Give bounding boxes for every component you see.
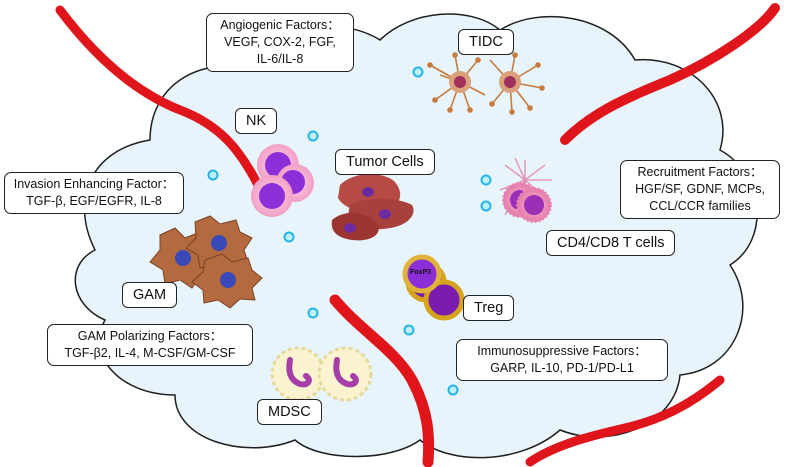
angiogenic-factors-title: Angiogenic Factors： bbox=[220, 18, 340, 32]
cytokine-dot bbox=[480, 200, 492, 212]
invasion-factor-line1: TGF-β, EGF/EGFR, IL-8 bbox=[26, 194, 162, 208]
immunosuppressive-factors-box: Immunosuppressive Factors： GARP, IL-10, … bbox=[456, 339, 668, 381]
treg-label: Treg bbox=[463, 295, 515, 321]
tumor-cells bbox=[331, 174, 414, 241]
tidc-label: TIDC bbox=[458, 29, 514, 55]
tidc-cells bbox=[427, 52, 545, 115]
gam-label: GAM bbox=[122, 282, 178, 308]
mdsc-label: MDSC bbox=[257, 399, 322, 425]
nk-cells bbox=[251, 144, 314, 217]
treg-cells bbox=[402, 254, 465, 321]
cytokine-dot bbox=[447, 384, 459, 396]
gam-cells bbox=[149, 215, 263, 309]
blood-vessel-bottom-right bbox=[525, 375, 725, 467]
nk-label: NK bbox=[235, 108, 278, 134]
tidc-cell bbox=[427, 52, 486, 113]
angiogenic-factors-line2: IL-6/IL-8 bbox=[256, 52, 304, 66]
immunosuppressive-factors-title: Immunosuppressive Factors： bbox=[477, 344, 647, 358]
t-cells bbox=[499, 157, 552, 223]
blood-vessel-bottom bbox=[329, 294, 435, 467]
treg-cell bbox=[423, 279, 465, 321]
angiogenic-factors-line1: VEGF, COX-2, FGF, bbox=[224, 35, 336, 49]
cytokine-dot bbox=[480, 174, 492, 186]
gam-polarizing-factors-title: GAM Polarizing Factors： bbox=[77, 329, 223, 343]
angiogenic-factors-box: Angiogenic Factors： VEGF, COX-2, FGF, IL… bbox=[206, 13, 354, 72]
cd4-cd8-t-cells-label: CD4/CD8 T cells bbox=[546, 230, 676, 256]
cytokine-dot bbox=[307, 130, 319, 142]
mdsc-cell bbox=[270, 346, 326, 402]
gam-polarizing-factors-box: GAM Polarizing Factors： TGF-β2, IL-4, M-… bbox=[47, 324, 253, 366]
blood-vessel-top-left bbox=[55, 5, 263, 190]
treg-cell bbox=[402, 254, 442, 294]
foxp3-label: FoxP3 bbox=[410, 269, 432, 276]
gam-nuclei bbox=[175, 235, 236, 288]
immunosuppressive-factors-line1: GARP, IL-10, PD-1/PD-L1 bbox=[490, 361, 634, 375]
cytokine-dot bbox=[283, 231, 295, 243]
blood-vessel-right bbox=[560, 3, 780, 145]
recruitment-factors-line1: HGF/SF, GDNF, MCPs, bbox=[635, 182, 765, 196]
gam-polarizing-factors-line1: TGF-β2, IL-4, M-CSF/GM-CSF bbox=[64, 346, 236, 360]
recruitment-factors-box: Recruitment Factors： HGF/SF, GDNF, MCPs,… bbox=[620, 160, 780, 219]
cytokine-dots bbox=[207, 66, 492, 396]
cytokine-dot bbox=[207, 169, 219, 181]
recruitment-factors-title: Recruitment Factors： bbox=[637, 165, 763, 179]
invasion-factor-box: Invasion Enhancing Factor： TGF-β, EGF/EG… bbox=[4, 172, 184, 214]
mdsc-cells bbox=[270, 346, 373, 402]
tidc-cell bbox=[489, 52, 545, 115]
mdsc-cell bbox=[317, 346, 373, 402]
cytokine-dot bbox=[412, 66, 424, 78]
tumor-cells-label: Tumor Cells bbox=[335, 149, 435, 175]
cytokine-dot bbox=[403, 324, 415, 336]
invasion-factor-title: Invasion Enhancing Factor： bbox=[13, 177, 175, 191]
recruitment-factors-line2: CCL/CCR families bbox=[649, 199, 751, 213]
cytokine-dot bbox=[307, 307, 319, 319]
